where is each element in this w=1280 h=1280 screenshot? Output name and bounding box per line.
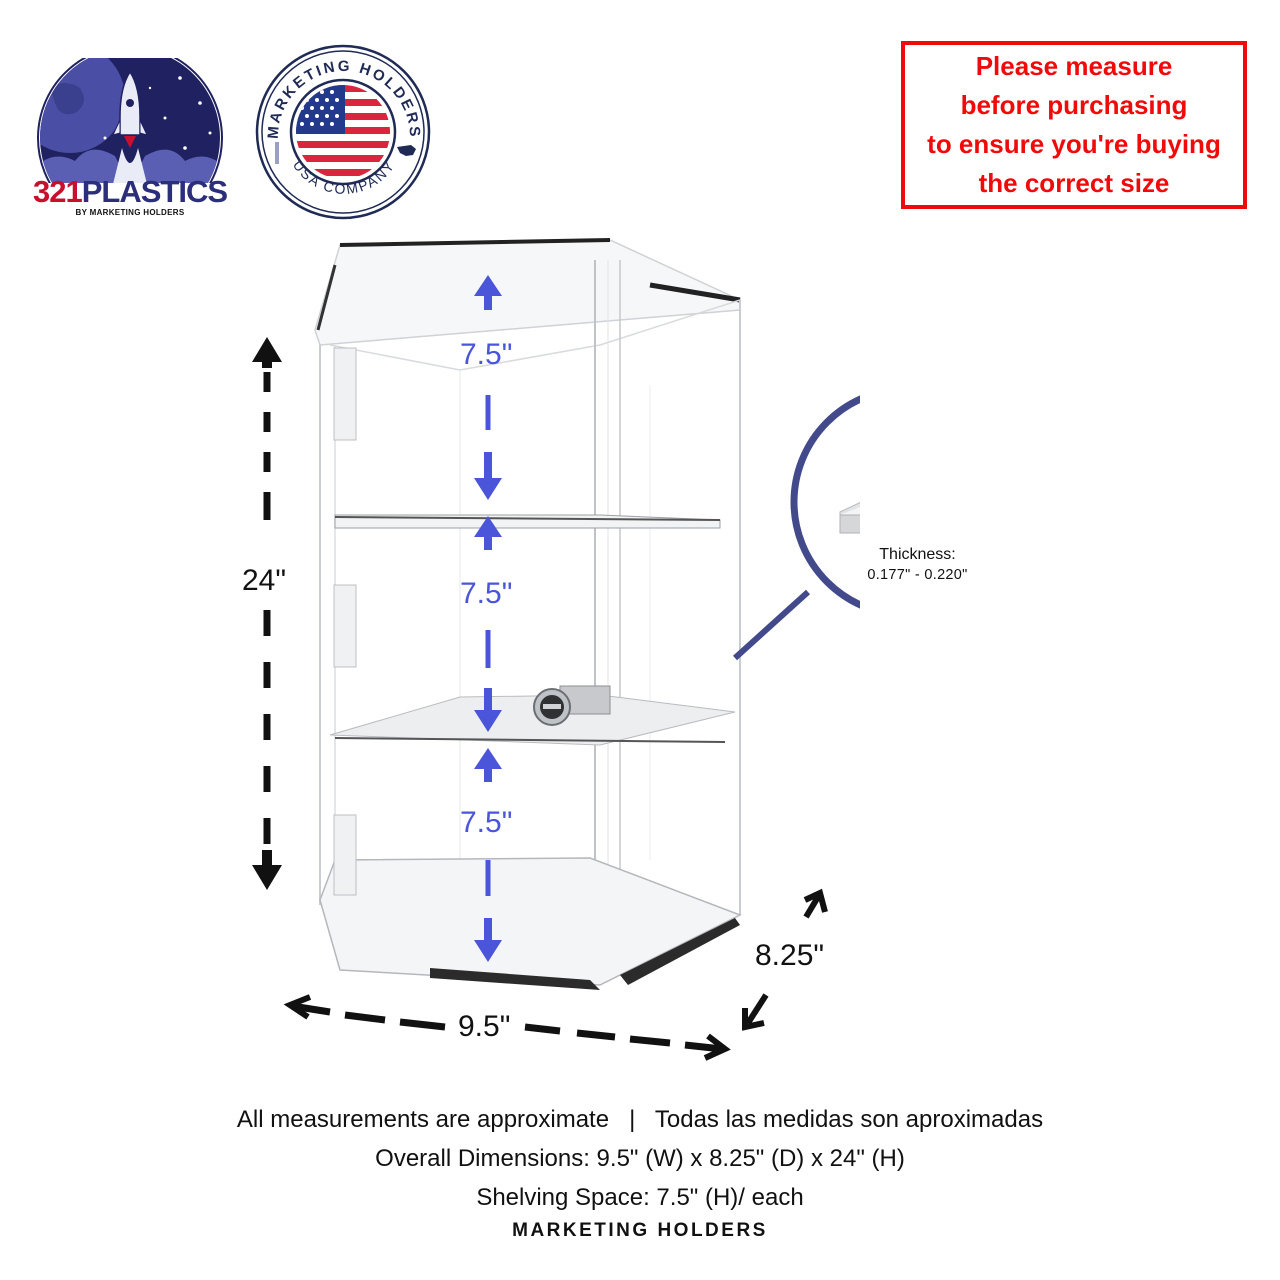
brand-321-plastics: 321PLASTICS (30, 176, 230, 208)
warning-line-2: before purchasing (960, 90, 1188, 120)
logo-marketing-holders-seal: MARKETING HOLDERS USA COMPANY (250, 42, 440, 222)
width-dimension-arrow (283, 994, 731, 1061)
rocket-space-icon (37, 45, 223, 231)
brand-word: PLASTICS (81, 174, 228, 209)
shelf-2-height-label: 7.5" (460, 577, 513, 610)
thickness-magnifier-icon (732, 385, 1024, 661)
measure-warning-box: Please measure before purchasing to ensu… (901, 41, 1247, 209)
depth-label: 8.25" (755, 939, 825, 972)
shelving-space-text: Shelving Space: 7.5" (H)/ each (476, 1184, 804, 1211)
shelf-3-height-label: 7.5" (460, 806, 513, 839)
width-label: 9.5" (458, 1010, 511, 1043)
brand-number: 321 (32, 174, 83, 209)
height-dimension-arrow (252, 337, 282, 890)
warning-line-3: to ensure you're buying (927, 129, 1221, 159)
height-label: 24" (242, 564, 287, 597)
depth-dimension-arrow (742, 888, 828, 1031)
footer-brand: MARKETING HOLDERS (512, 1220, 768, 1241)
usa-flag-seal-icon: MARKETING HOLDERS USA COMPANY (255, 44, 431, 220)
overall-dimensions-text: Overall Dimensions: 9.5" (W) x 8.25" (D)… (375, 1145, 905, 1172)
cam-lock-icon (533, 685, 611, 726)
footer-info: All measurements are approximate | Todas… (0, 1100, 1280, 1242)
warning-line-1: Please measure (975, 51, 1173, 81)
brand-tagline: BY MARKETING HOLDERS (75, 208, 185, 217)
acrylic-display-cabinet (240, 225, 1024, 1105)
warning-line-4: the correct size (978, 168, 1170, 198)
thickness-title: Thickness: (879, 546, 956, 563)
thickness-range: 0.177" - 0.220" (867, 567, 968, 583)
disclaimer-text: All measurements are approximate | Todas… (236, 1106, 1044, 1133)
logo-321-plastics: 321PLASTICS BY MARKETING HOLDERS (30, 45, 230, 231)
cabinet-illustration (252, 238, 1024, 1061)
usa-map-icon (397, 145, 416, 156)
shelf-1-height-label: 7.5" (460, 338, 513, 371)
